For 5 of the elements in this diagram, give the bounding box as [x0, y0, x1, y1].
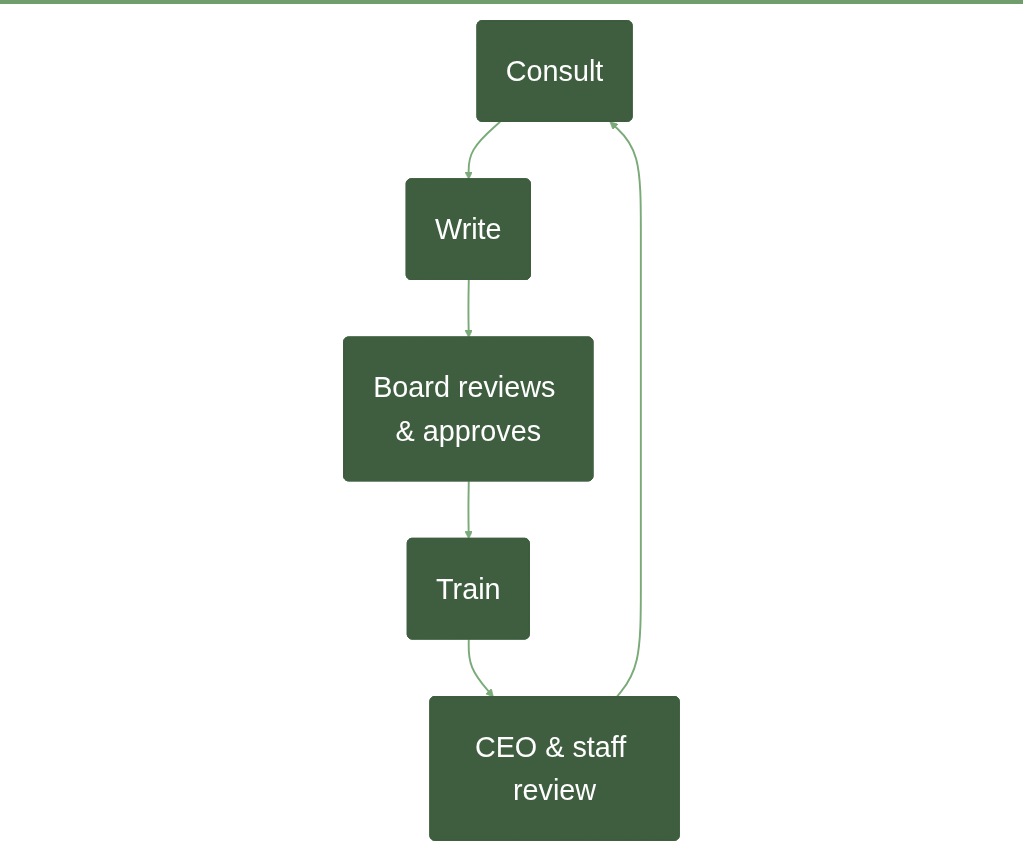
arrow: [464, 278, 473, 338]
arrow: [464, 479, 473, 539]
arrow: [467, 638, 494, 697]
arrow: [609, 120, 642, 698]
arrow: [464, 120, 502, 180]
